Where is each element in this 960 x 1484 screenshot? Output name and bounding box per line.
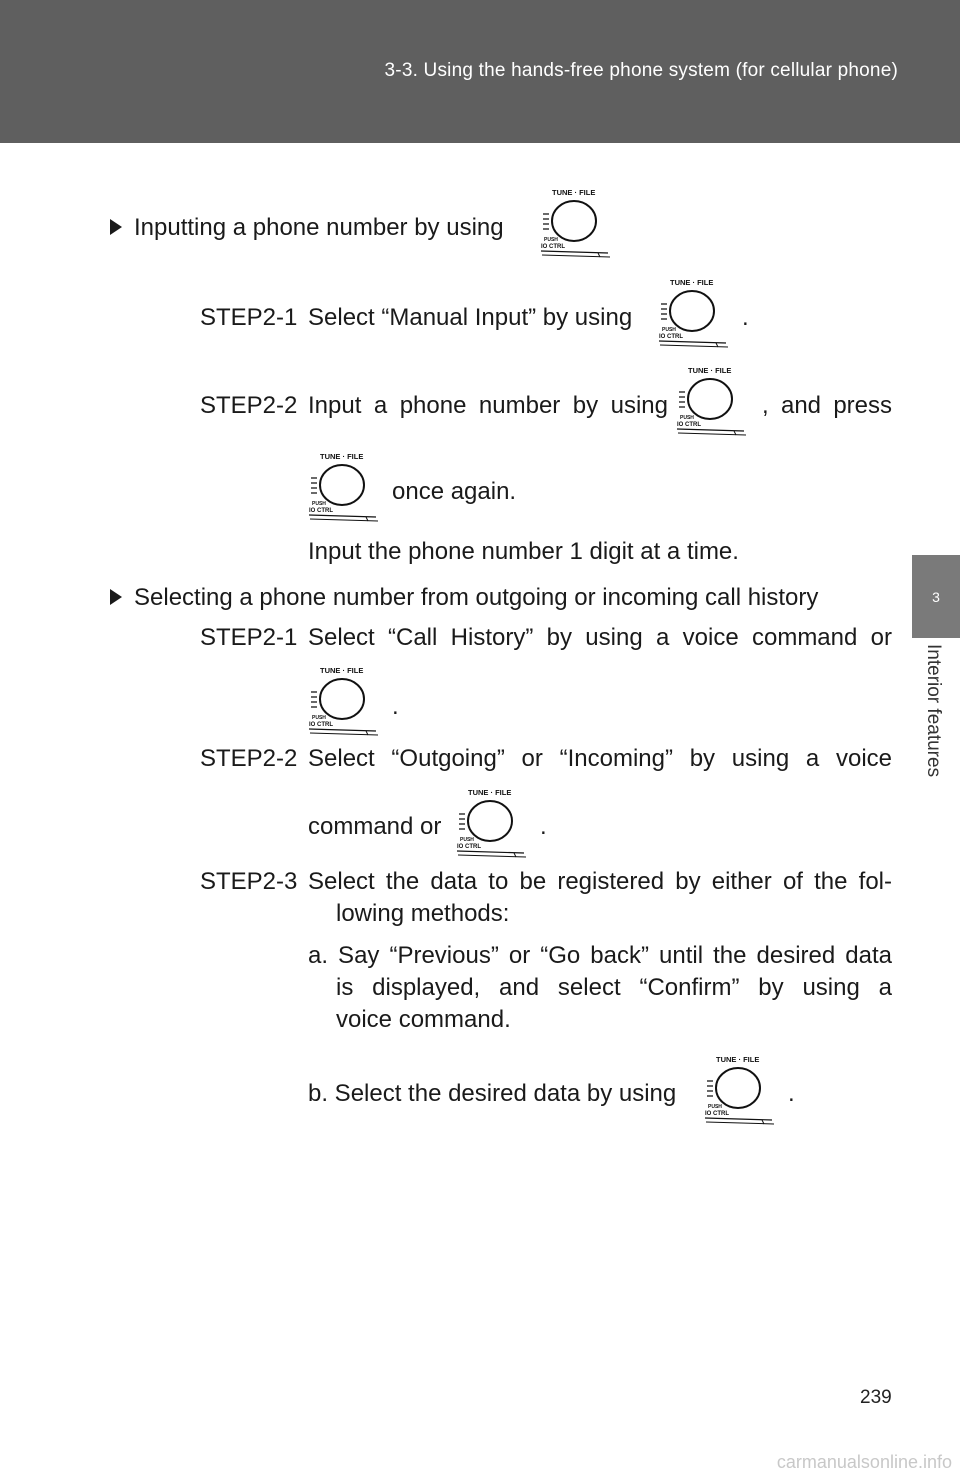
s1-step2-text: Input a phone number by using (308, 392, 668, 419)
s2-step1-text: Select “Call History” by using a voice c… (308, 624, 892, 651)
s1-step1-text: Select “Manual Input” by using (308, 304, 633, 331)
page-number: 239 (860, 1387, 892, 1408)
section1-heading-text: Inputting a phone number by using (134, 214, 504, 241)
tune-file-knob-icon (658, 276, 738, 348)
s2-option-a-line3: voice command. (336, 1006, 511, 1033)
s2-step3-label: STEP2-3 (200, 868, 298, 895)
tune-file-knob-icon (676, 364, 756, 436)
s2-step3-cont: lowing methods: (336, 900, 510, 927)
s1-step1-end: . (742, 304, 749, 331)
triangle-bullet-icon (110, 588, 122, 605)
page-header: 3-3. Using the hands-free phone system (… (0, 0, 960, 143)
s1-step2-after: , and press (762, 392, 892, 419)
s2-step1-end: . (392, 693, 399, 720)
s2-option-b-end: . (788, 1080, 795, 1107)
s2-option-a-line1: a. Say “Previous” or “Go back” until the… (308, 942, 892, 969)
s1-note: Input the phone number 1 digit at a time… (308, 538, 739, 565)
section1-heading: Inputting a phone number by using (110, 213, 504, 243)
section2-heading: Selecting a phone number from outgoing o… (110, 583, 818, 613)
s2-option-b: b. Select the desired data by using (308, 1080, 677, 1107)
tune-file-knob-icon (308, 664, 388, 736)
s1-step1-label: STEP2-1 (200, 304, 298, 331)
tune-file-knob-icon (456, 786, 536, 858)
s2-step2-text: Select “Outgoing” or “Incoming” by using… (308, 745, 892, 772)
s1-step2-cont: once again. (392, 478, 517, 505)
s2-step2-end: . (540, 813, 547, 840)
s2-step3-text: Select the data to be registered by eith… (308, 868, 892, 895)
header-title: 3-3. Using the hands-free phone system (… (384, 60, 898, 81)
watermark: carmanualsonline.info (776, 1452, 952, 1472)
s2-step2-cont: command or (308, 813, 442, 840)
chapter-label: Interior features (923, 644, 944, 778)
tune-file-knob-icon (308, 450, 388, 522)
s2-option-a-line2: is displayed, and select “Confirm” by us… (336, 974, 892, 1001)
s2-step2-label: STEP2-2 (200, 745, 298, 772)
section2-heading-text: Selecting a phone number from outgoing o… (134, 584, 819, 611)
s1-step2-label: STEP2-2 (200, 392, 298, 419)
s2-step1-label: STEP2-1 (200, 624, 298, 651)
triangle-bullet-icon (110, 218, 122, 235)
tune-file-knob-icon (704, 1053, 784, 1125)
chapter-label-tab: Interior features (912, 640, 960, 840)
tune-file-knob-icon (540, 186, 620, 258)
chapter-number-tab[interactable]: 3 (912, 555, 960, 638)
